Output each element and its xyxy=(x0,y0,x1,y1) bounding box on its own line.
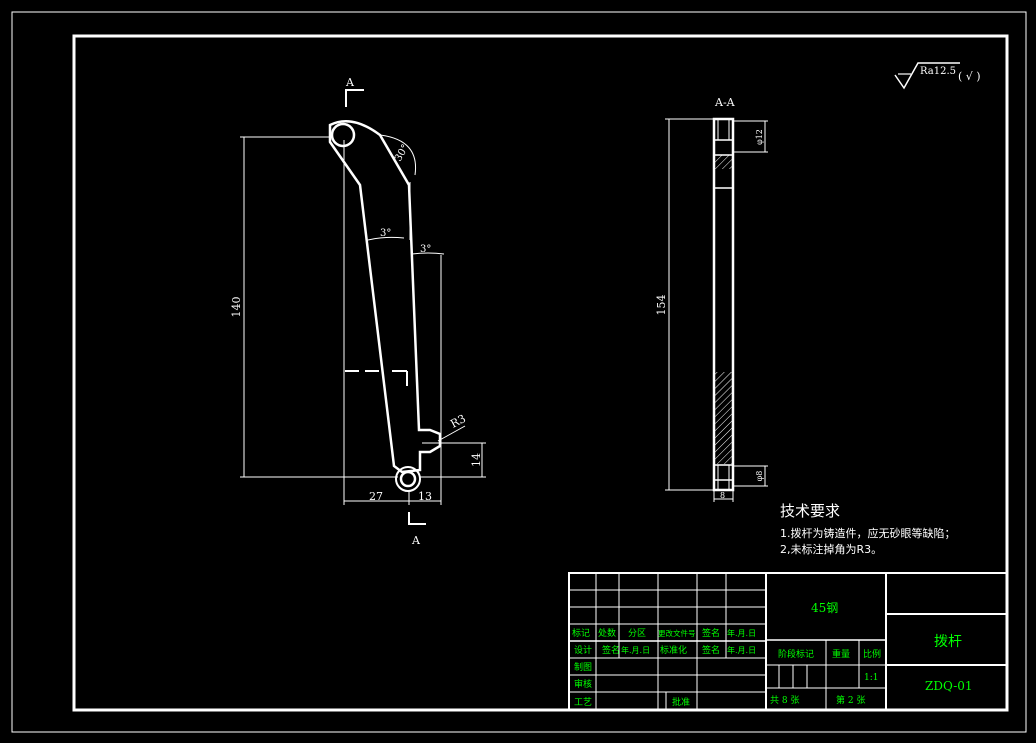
hdr-standardization: 标准化 xyxy=(660,644,687,656)
part-name: 拨杆 xyxy=(934,634,962,650)
dim-section-8: 8 xyxy=(720,491,725,500)
dim-27: 27 xyxy=(369,490,383,503)
section-mark-top: A xyxy=(345,76,355,89)
dim-r3: R3 xyxy=(448,412,468,431)
roughness-value: Ra12.5 xyxy=(920,66,956,77)
total-sheets: 共 8 张 xyxy=(770,695,799,706)
dim-angle-3a: 3° xyxy=(380,228,391,239)
hdr-design: 设计 xyxy=(574,644,592,656)
hdr-zone: 分区 xyxy=(628,628,646,639)
hdr-scale: 比例 xyxy=(863,648,881,660)
hdr-process: 工艺 xyxy=(574,697,592,708)
tech-requirements-line2: 2,未标注掉角为R3。 xyxy=(780,543,883,556)
upper-hole xyxy=(330,122,356,148)
hdr-review: 审核 xyxy=(574,678,592,690)
lower-hole xyxy=(395,466,421,492)
lower-hole-inner xyxy=(399,470,417,488)
hdr-date: 年.月.日 xyxy=(727,628,756,638)
tech-requirements-title: 技术要求 xyxy=(780,502,841,520)
main-view xyxy=(240,89,486,525)
hdr-date2: 年.月.日 xyxy=(621,645,650,655)
roughness-note: ( √ ) xyxy=(958,70,981,83)
dim-phi12: φ12 xyxy=(755,129,764,145)
dim-phi8: φ8 xyxy=(755,471,764,482)
tech-requirements: 技术要求 1.拨杆为铸造件，应无砂眼等缺陷； 2,未标注掉角为R3。 xyxy=(780,502,956,558)
hdr-weight: 重量 xyxy=(832,648,850,660)
section-view-title: A-A xyxy=(714,96,736,109)
title-block xyxy=(568,572,1008,711)
hdr-approve: 批准 xyxy=(672,696,690,708)
dim-154: 154 xyxy=(655,295,668,316)
dim-14: 14 xyxy=(470,453,483,467)
hdr-change-doc: 更改文件号 xyxy=(658,628,696,638)
sheet-no: 第 2 张 xyxy=(836,694,865,706)
material-value: 45钢 xyxy=(811,601,838,615)
tech-requirements-line1: 1.拨杆为铸造件，应无砂眼等缺陷； xyxy=(780,527,956,540)
dim-13: 13 xyxy=(418,490,432,503)
dim-140: 140 xyxy=(230,297,243,318)
dim-angle-30: 30° xyxy=(393,143,411,164)
outer-frame xyxy=(11,11,1027,733)
hdr-signature3: 签名 xyxy=(702,644,720,656)
hdr-mark: 标记 xyxy=(572,627,590,639)
hdr-count: 处数 xyxy=(598,627,616,639)
hdr-signature2: 签名 xyxy=(602,644,620,656)
hdr-draw: 制图 xyxy=(574,661,592,673)
scale-value: 1:1 xyxy=(864,673,878,683)
drawing-number: ZDQ-01 xyxy=(925,679,973,693)
lever-outline xyxy=(328,120,442,474)
roughness-symbol-icon xyxy=(894,62,960,90)
inner-frame xyxy=(72,34,1009,712)
hdr-stage-mark: 阶段标记 xyxy=(778,648,814,660)
hdr-date3: 年.月.日 xyxy=(727,645,756,655)
dim-angle-3b: 3° xyxy=(420,244,431,255)
section-mark-bottom: A xyxy=(411,534,421,547)
section-view xyxy=(665,117,768,502)
hdr-signature: 签名 xyxy=(702,627,720,639)
